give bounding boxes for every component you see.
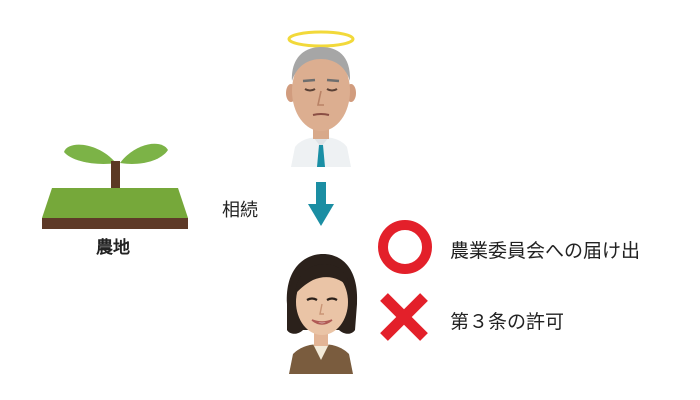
inheritance-label: 相続 bbox=[222, 200, 258, 221]
inheritance-arrow bbox=[308, 182, 334, 226]
farmland-illustration bbox=[38, 140, 198, 235]
denied-mark bbox=[378, 291, 430, 343]
heir-person bbox=[277, 244, 367, 374]
sprout-on-field-icon bbox=[42, 143, 188, 229]
red-cross-icon bbox=[380, 293, 428, 341]
elderly-man-with-halo-icon bbox=[286, 30, 356, 167]
down-arrow-icon bbox=[308, 182, 334, 226]
woman-heir-icon bbox=[286, 254, 358, 374]
red-circle-icon bbox=[378, 220, 432, 274]
farmland-label: 農地 bbox=[96, 238, 130, 258]
allowed-mark bbox=[376, 218, 434, 276]
deceased-person bbox=[277, 25, 367, 167]
allowed-procedure-label: 農業委員会への届け出 bbox=[450, 240, 641, 262]
denied-procedure-label: 第３条の許可 bbox=[450, 311, 565, 333]
